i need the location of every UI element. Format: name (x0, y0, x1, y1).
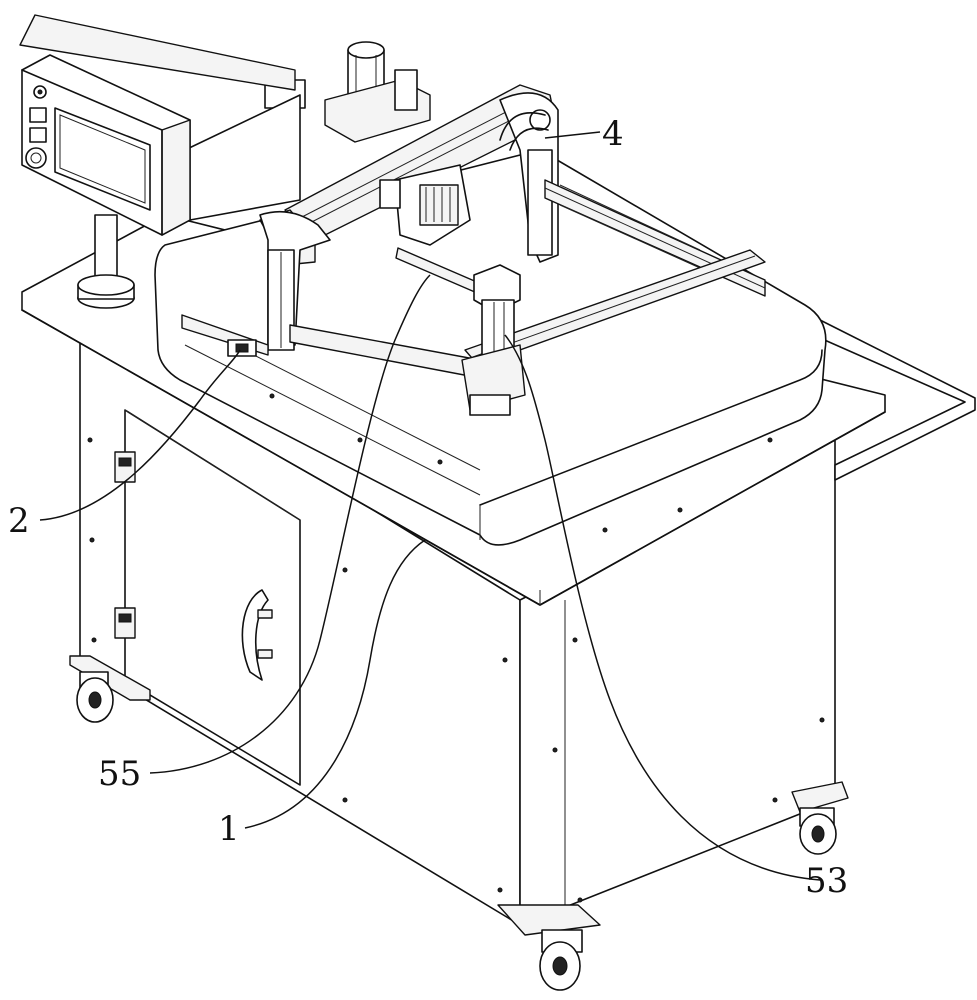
caster-front-right (498, 905, 600, 990)
panel-switch-middle[interactable] (30, 128, 46, 142)
caster-back-right (792, 782, 848, 854)
callout-53: 53 (805, 861, 848, 901)
side-clamp (228, 340, 256, 356)
panel-knob[interactable] (26, 148, 46, 168)
callout-1: 1 (218, 809, 240, 849)
callout-2: 2 (8, 501, 30, 541)
door-hinge-bottom (115, 608, 135, 638)
door-hinge-top (115, 452, 135, 482)
callout-55: 55 (98, 754, 141, 794)
callout-4: 4 (602, 114, 624, 154)
power-button[interactable] (34, 86, 46, 98)
panel-switch-top[interactable] (30, 108, 46, 122)
